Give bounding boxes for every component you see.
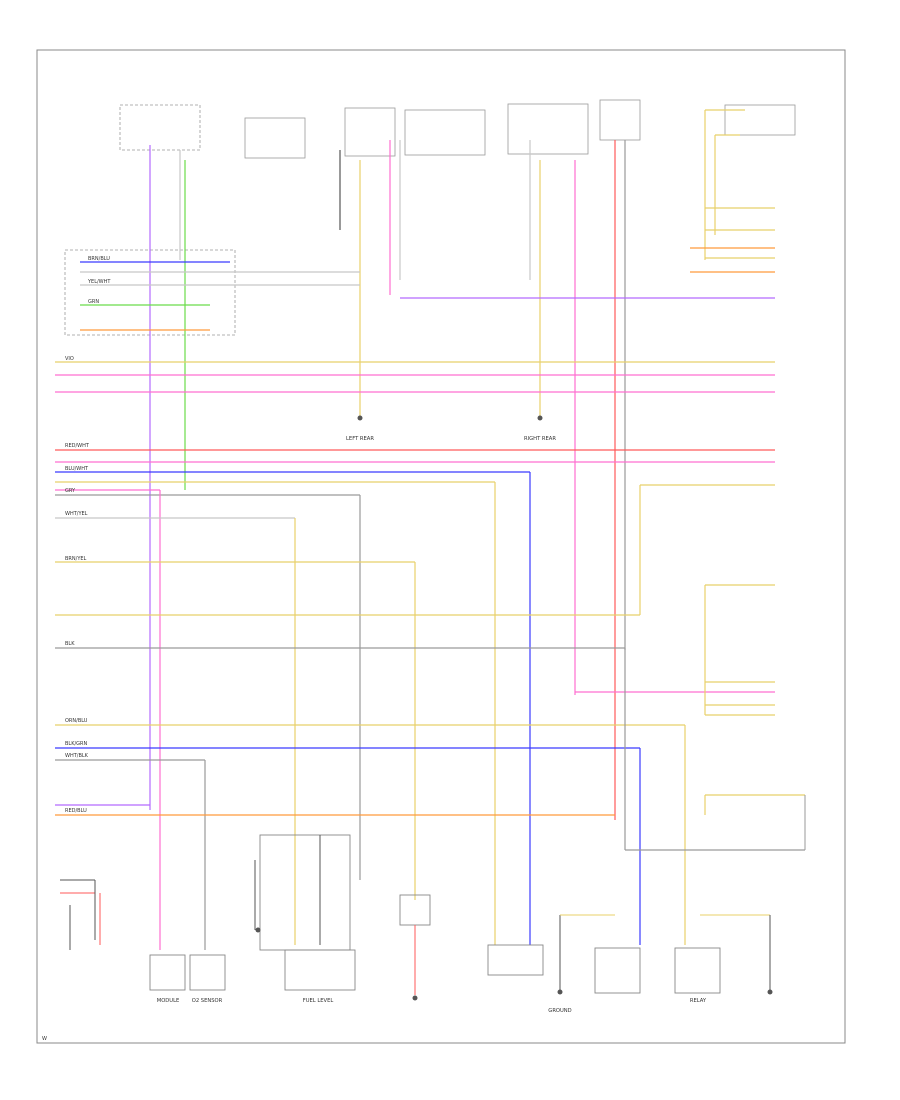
corner-tag: W bbox=[42, 1036, 47, 1042]
ground-node-2 bbox=[412, 995, 418, 1001]
engine-switch-box bbox=[724, 104, 796, 136]
ground-switch-box bbox=[594, 947, 641, 994]
wire-code-label-9: BRN/YEL bbox=[65, 556, 87, 562]
component-label-1: LEFT REAR bbox=[346, 436, 374, 442]
component-label-5: O2 SENSOR bbox=[192, 998, 223, 1004]
bottom-components bbox=[149, 834, 721, 994]
sub-frame-box bbox=[259, 834, 351, 951]
right-fuse-box bbox=[599, 99, 641, 141]
power-window-module-box bbox=[149, 954, 186, 991]
bus-wires bbox=[55, 109, 805, 950]
wire-code-label-14: WHT/BLK bbox=[65, 753, 89, 759]
sensor-wires bbox=[60, 795, 806, 995]
component-label-2: RIGHT REAR bbox=[524, 436, 556, 442]
wire-code-label-7: BLK bbox=[65, 641, 75, 647]
component-label-4: FUEL LEVEL bbox=[303, 998, 334, 1004]
right-switch-box bbox=[674, 947, 721, 994]
ground-symbols bbox=[255, 415, 773, 1001]
wire-code-label-6: BLU/WHT bbox=[65, 466, 89, 472]
wire-code-label-10: GRY bbox=[65, 488, 76, 494]
left-rear-switch-box bbox=[244, 117, 306, 159]
diagram-frame bbox=[36, 49, 846, 1044]
top-wires bbox=[149, 110, 716, 820]
ground-node-6 bbox=[537, 415, 543, 421]
wire-code-label-2: YEL/WHT bbox=[87, 279, 111, 285]
ground-node-5 bbox=[357, 415, 363, 421]
ground-node-4 bbox=[767, 989, 773, 995]
top-components bbox=[64, 99, 796, 336]
wire-code-label-11: BLK/GRN bbox=[65, 741, 88, 747]
component-label-6: RELAY bbox=[690, 998, 707, 1004]
component-label-7: MODULE bbox=[157, 998, 180, 1004]
ground-node-3 bbox=[557, 989, 563, 995]
left-power-window-module-box bbox=[119, 104, 201, 151]
right-rear-switch-box bbox=[404, 109, 486, 156]
ground-node-1 bbox=[255, 927, 261, 933]
left-front-module-box bbox=[487, 944, 544, 976]
wire-code-label-13: RED/BLU bbox=[65, 808, 87, 814]
left-rear-door-module-box bbox=[344, 107, 396, 157]
wire-code-label-5: GRN bbox=[88, 299, 99, 305]
o2-sensor-box bbox=[189, 954, 226, 991]
component-label-3: GROUND bbox=[548, 1008, 571, 1014]
right-rear-door-module-box bbox=[507, 103, 589, 155]
labels: BRN/BLU YEL/WHT VIO RED/WHT GRN BLU/WHT … bbox=[65, 256, 707, 1014]
wire-code-label-1: BRN/BLU bbox=[88, 256, 110, 262]
fuel-level-sensor-box bbox=[284, 949, 356, 991]
wire-code-label-4: RED/WHT bbox=[65, 443, 90, 449]
wire-code-label-8: WHT/YEL bbox=[65, 511, 88, 517]
wire-code-label-3: VIO bbox=[65, 356, 74, 362]
wire-code-label-12: ORN/BLU bbox=[65, 718, 88, 724]
